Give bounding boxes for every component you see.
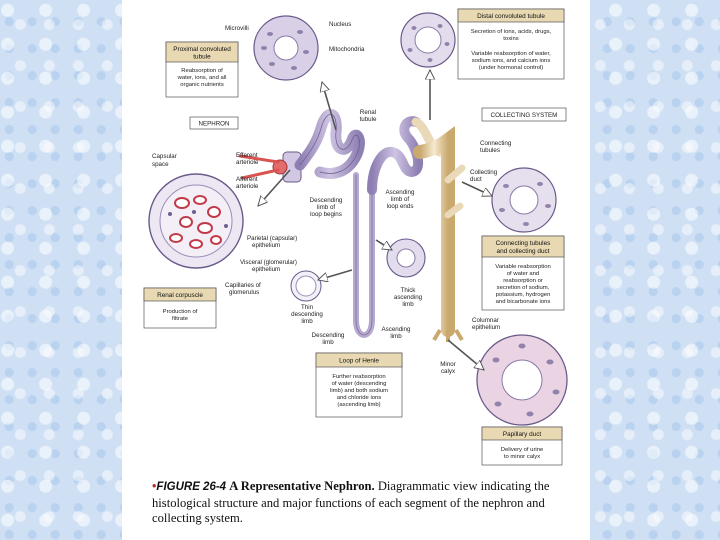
svg-text:Reabsorption of: Reabsorption of (181, 68, 223, 74)
svg-text:Papillary duct: Papillary duct (503, 431, 542, 438)
parietal-label-1: Parietal (capsular) (247, 235, 297, 242)
descending-limb-label-1: Descending (312, 332, 345, 339)
svg-text:Loop of Henle: Loop of Henle (339, 358, 379, 365)
svg-text:Variable reabsorption of water: Variable reabsorption of water, (471, 51, 551, 57)
descending-limb-label-2: limb (322, 339, 334, 346)
columnar-label-1: Columnar (472, 317, 499, 324)
capillaries-label-1: Capillaries of (225, 282, 261, 289)
svg-text:tubule: tubule (193, 54, 211, 61)
svg-text:Connecting tubules: Connecting tubules (496, 240, 551, 247)
efferent-label-2: arteriole (236, 159, 259, 166)
box-connecting-tubules-collecting-duct: Connecting tubules and collecting duct V… (481, 235, 565, 311)
minor-calyx-label-1: Minor (440, 361, 455, 368)
svg-text:and chloride ions: and chloride ions (337, 395, 382, 401)
thick-ascending-cross-section (386, 238, 426, 278)
svg-text:sodium ions, and calcium ions: sodium ions, and calcium ions (472, 58, 551, 64)
thick-asc-label-1: Thick (401, 287, 417, 294)
svg-text:water, ions, and all: water, ions, and all (177, 75, 227, 81)
pct-cross-section (253, 15, 319, 81)
box-loop-of-henle: Loop of Henle Further reabsorption of wa… (315, 352, 403, 418)
collecting-duct-label-2: duct (470, 176, 482, 183)
thin-desc-label-3: limb (301, 318, 313, 325)
capsular-space-label-1: Capsular (152, 153, 177, 160)
connecting-tubules-label-2: tubules (480, 147, 500, 154)
minor-calyx-label-2: calyx (441, 368, 456, 375)
capsular-space-label-2: space (152, 161, 169, 168)
ascending-limb-label-1: Ascending (382, 326, 411, 333)
svg-text:filtrate: filtrate (172, 316, 189, 322)
svg-text:NEPHRON: NEPHRON (199, 121, 230, 128)
svg-text:of water (descending: of water (descending (332, 381, 387, 387)
efferent-label-1: Efferent (236, 152, 258, 159)
microvilli-label: Microvilli (225, 25, 249, 32)
asc-limb-ends-label-3: loop ends (387, 203, 414, 210)
svg-text:Production of: Production of (163, 309, 198, 315)
renal-tubule-label-2: tubule (360, 116, 377, 123)
collecting-duct-cross-section (491, 167, 557, 233)
box-distal-convoluted-tubule: Distal convoluted tubule Secretion of io… (457, 8, 565, 80)
collecting-duct (413, 126, 466, 342)
renal-tubule-label-1: Renal (360, 109, 376, 116)
asc-limb-ends-label-2: limb of (391, 196, 410, 203)
box-renal-corpuscle: Renal corpuscle Production of filtrate (143, 287, 217, 329)
figure-title: A Representative Nephron. (229, 479, 375, 493)
papillary-duct-cross-section (476, 334, 568, 426)
svg-text:Secretion of ions, acids, drug: Secretion of ions, acids, drugs, (471, 29, 552, 35)
desc-limb-begins-label-3: loop begins (310, 211, 342, 218)
svg-text:secretion of sodium,: secretion of sodium, (497, 285, 550, 291)
pointer-arrows (258, 70, 492, 370)
svg-text:Renal corpuscle: Renal corpuscle (157, 292, 203, 299)
capillaries-label-2: glomerulus (229, 289, 259, 296)
connecting-tubules-label-1: Connecting (480, 140, 512, 147)
visceral-label-1: Visceral (glomerular) (240, 259, 297, 266)
svg-text:and bicarbonate ions: and bicarbonate ions (496, 299, 551, 305)
nucleus-label: Nucleus (329, 21, 351, 28)
svg-text:(ascending limb): (ascending limb) (337, 402, 380, 408)
svg-text:COLLECTING SYSTEM: COLLECTING SYSTEM (491, 112, 558, 119)
visceral-label-2: epithelium (252, 266, 280, 273)
thick-asc-label-2: ascending (394, 294, 423, 301)
thick-asc-label-3: limb (402, 301, 414, 308)
figure-label: FIGURE 26-4 (156, 481, 227, 493)
thin-desc-label-2: descending (291, 311, 323, 318)
box-proximal-convoluted-tubule: Proximal convoluted tubule Reabsorption … (165, 41, 239, 98)
svg-text:reabsorption or: reabsorption or (503, 278, 543, 284)
afferent-label-2: arteriole (236, 183, 259, 190)
thin-descending-cross-section (290, 270, 322, 302)
svg-text:(under hormonal control): (under hormonal control) (479, 65, 544, 71)
caption-bullet: • (152, 479, 157, 493)
columnar-label-2: epithelium (472, 324, 500, 331)
svg-text:Further reabsorption: Further reabsorption (332, 374, 385, 380)
section-heading-nephron: NEPHRON (189, 116, 239, 130)
afferent-label-1: Afferent (236, 176, 258, 183)
figure-caption: •FIGURE 26-4 A Representative Nephron. D… (152, 479, 572, 527)
box-papillary-duct: Papillary duct Delivery of urine to mino… (481, 426, 563, 466)
svg-text:Proximal convoluted: Proximal convoluted (173, 46, 231, 53)
parietal-label-2: epithelium (252, 242, 280, 249)
svg-text:Variable reabsorption: Variable reabsorption (495, 264, 551, 270)
section-heading-collecting-system: COLLECTING SYSTEM (481, 107, 567, 122)
collecting-duct-label-1: Collecting (470, 169, 498, 176)
svg-text:organic nutrients: organic nutrients (180, 82, 224, 88)
svg-text:Distal convoluted tubule: Distal convoluted tubule (477, 13, 545, 20)
svg-text:of water and: of water and (507, 271, 539, 277)
svg-text:to minor calyx: to minor calyx (504, 454, 540, 460)
svg-text:Delivery of urine: Delivery of urine (501, 447, 544, 453)
figure-description: Diagrammatic view indicating the histolo… (152, 479, 550, 525)
svg-text:toxins: toxins (503, 36, 518, 42)
desc-limb-begins-label-1: Descending (310, 197, 343, 204)
ascending-limb-label-2: limb (390, 333, 402, 340)
svg-text:and collecting duct: and collecting duct (497, 248, 550, 255)
svg-text:limb) and both sodium: limb) and both sodium (330, 388, 388, 394)
mitochondria-label: Mitochondria (329, 46, 365, 53)
thin-desc-label-1: Thin (301, 304, 314, 311)
asc-limb-ends-label-1: Ascending (386, 189, 415, 196)
renal-corpuscle-cross-section (148, 173, 244, 269)
dct-cross-section (400, 12, 456, 68)
structure-labels: Microvilli Nucleus Mitochondria Renal tu… (152, 21, 512, 375)
desc-limb-begins-label-2: limb of (317, 204, 336, 211)
svg-text:potassium, hydrogen: potassium, hydrogen (496, 292, 551, 298)
